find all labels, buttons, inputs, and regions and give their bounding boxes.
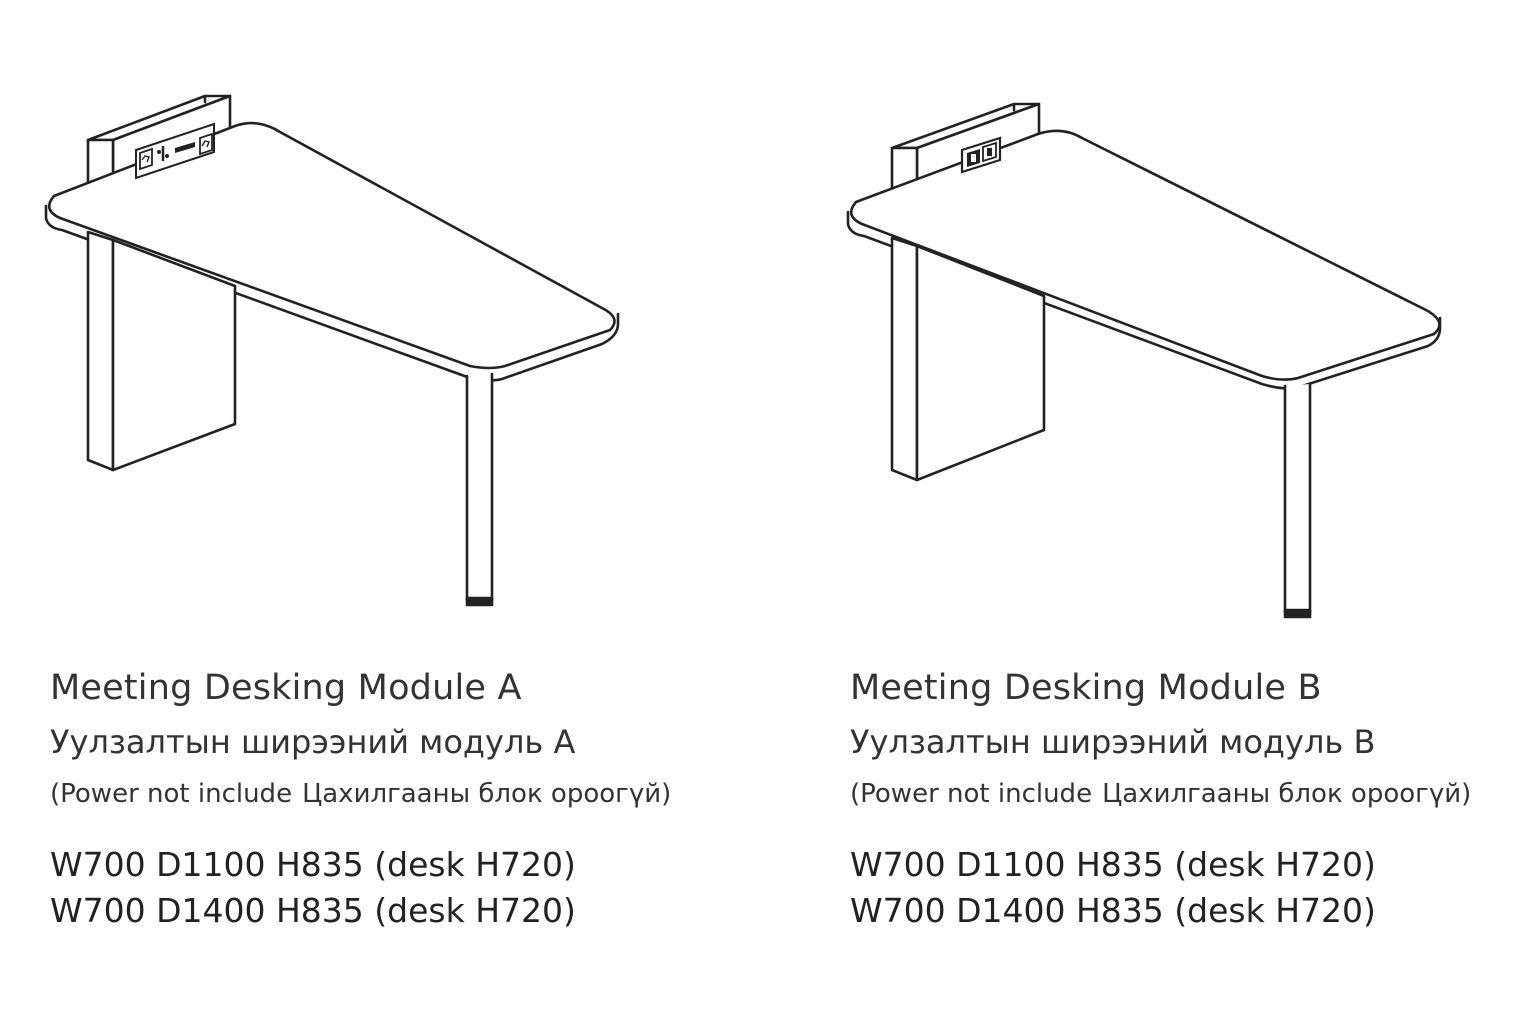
module-b-caption: Meeting Desking Module B Уулзалтын ширээ… [850,664,1471,934]
power-panel-faceplate [960,136,1002,174]
module-title: Meeting Desking Module A [50,668,522,708]
power-note-mn: Цахилгааны блок ороогүй) [1102,779,1472,809]
power-outlet-icon [967,149,980,167]
dimension-list: W700 D1100 H835 (desk H720) W700 D1400 H… [50,842,671,934]
desk-illustration [44,94,620,607]
desk-drawing-module-b [768,0,1536,640]
dimension-line: W700 D1100 H835 (desk H720) [50,845,576,884]
module-subtitle: Уулзалтын ширээний модуль B [850,723,1376,761]
power-note-mn: Цахилгааны блок ороогүй) [302,779,672,809]
dimension-list: W700 D1100 H835 (desk H720) W700 D1400 H… [850,842,1471,934]
module-a: Meeting Desking Module A Уулзалтын ширээ… [0,0,768,934]
dimension-line: W700 D1100 H835 (desk H720) [850,845,1376,884]
power-note-en: (Power not include [50,779,293,809]
power-panel-faceplate [135,122,215,180]
round-leg [465,372,494,607]
dimension-line: W700 D1400 H835 (desk H720) [50,891,576,930]
usb-icon [157,146,169,161]
tabletop [849,129,1441,381]
module-a-caption: Meeting Desking Module A Уулзалтын ширээ… [50,664,671,934]
dimension-line: W700 D1400 H835 (desk H720) [850,891,1376,930]
round-leg [1283,382,1312,619]
panel-leg [890,236,1046,482]
network-socket-icon [139,147,153,171]
panel-leg [86,230,237,472]
tabletop [47,121,616,370]
module-b: Meeting Desking Module B Уулзалтын ширээ… [768,0,1536,1024]
network-socket-icon [199,132,213,156]
desk-drawing-module-a [0,0,768,640]
power-note: (Power not include Цахилгааны блок ороогү… [50,774,671,814]
power-note-en: (Power not include [850,779,1093,809]
hdmi-port-icon [175,142,195,153]
power-note: (Power not include Цахилгааны блок ороогү… [850,774,1471,814]
module-title: Meeting Desking Module B [850,668,1322,708]
desk-illustration [846,102,1442,619]
power-outlet-icon [982,141,997,163]
module-subtitle: Уулзалтын ширээний модуль A [50,723,576,761]
